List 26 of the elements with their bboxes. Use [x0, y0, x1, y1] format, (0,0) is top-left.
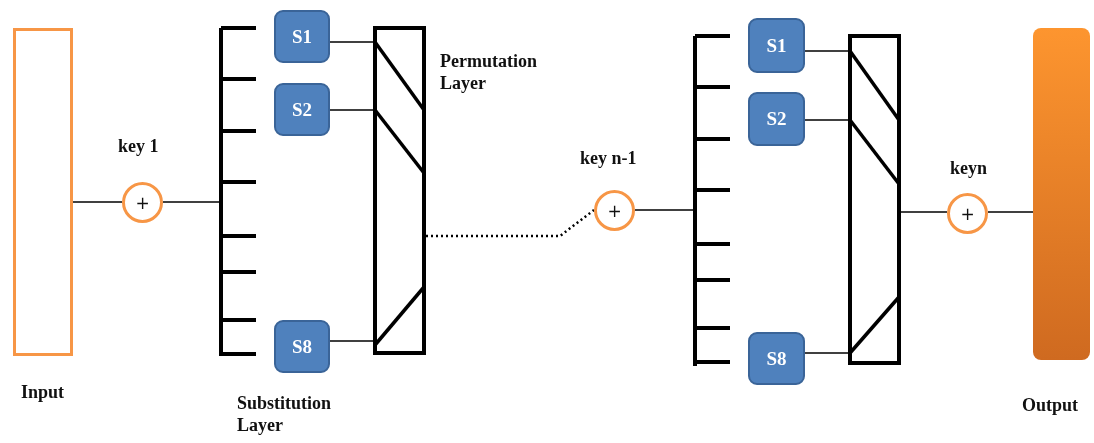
s-box: S8	[748, 332, 805, 385]
xor-symbol: +	[122, 182, 163, 223]
connector-line	[329, 41, 374, 43]
connector-line	[804, 50, 849, 52]
s-box: S1	[748, 18, 805, 73]
key-label: keyn	[950, 157, 987, 179]
connector-line	[900, 211, 948, 213]
layer-label: Substitution Layer	[237, 392, 333, 436]
key-label: key n-1	[580, 147, 637, 169]
s-box: S2	[748, 92, 805, 146]
dotted-line	[426, 209, 595, 238]
block-label: Output	[1022, 394, 1079, 416]
layer-label: Permutation Layer	[440, 50, 538, 94]
connector-line	[634, 209, 694, 211]
xor-symbol: +	[594, 190, 635, 231]
connector-line	[987, 211, 1034, 213]
key-label: key 1	[118, 135, 159, 157]
connector-line	[804, 119, 849, 121]
s-box: S1	[274, 10, 330, 63]
connector-line	[329, 340, 374, 342]
xor-symbol: +	[947, 193, 988, 234]
connector-line	[804, 352, 849, 354]
connector-line	[162, 201, 220, 203]
connector-line	[72, 201, 123, 203]
connector-line	[329, 109, 374, 111]
block-label: Input	[21, 381, 65, 403]
